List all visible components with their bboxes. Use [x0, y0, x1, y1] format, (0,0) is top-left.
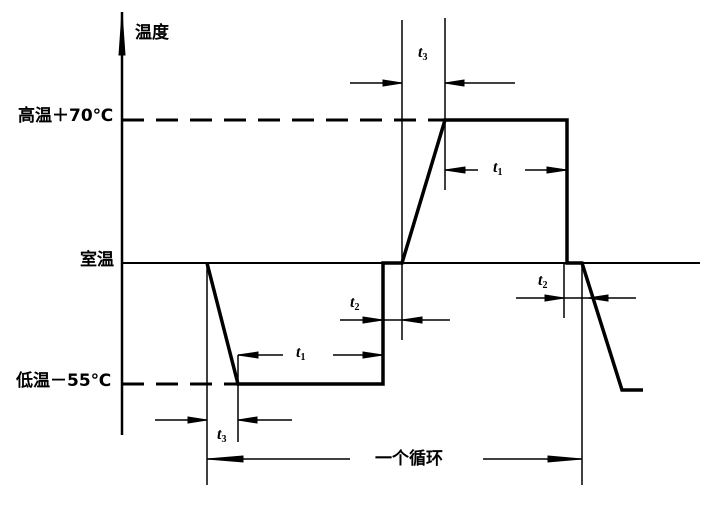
t1-low-label: t1: [296, 344, 306, 363]
t3-low-label: t3: [217, 426, 227, 445]
arrow-left-icon: [206, 455, 244, 463]
y-axis-arrow-icon: [118, 11, 126, 56]
low-temp-label: 低温－55℃: [16, 371, 112, 391]
arrow-right-icon: [546, 166, 568, 174]
arrow-right-icon: [362, 316, 384, 324]
arrow-right-icon: [187, 416, 208, 424]
t2-left-label: t2: [350, 294, 360, 313]
t3-high-label: t3: [418, 44, 428, 63]
arrow-left-icon: [587, 294, 609, 302]
arrow-left-icon: [444, 79, 465, 87]
arrow-right-icon: [544, 294, 565, 302]
t1-high-label: t1: [493, 159, 503, 178]
arrow-left-icon: [237, 351, 259, 359]
arrow-right-icon: [382, 79, 403, 87]
t2-right-label: t2: [538, 272, 548, 291]
one-cycle-label: 一个循环: [375, 449, 443, 469]
temperature-profile: [205, 118, 643, 392]
arrow-left-icon: [237, 416, 258, 424]
arrow-left-icon: [401, 316, 423, 324]
high-temp-label: 高温＋70℃: [18, 106, 114, 126]
arrow-right-icon: [547, 455, 583, 463]
y-axis-label: 温度: [135, 23, 169, 43]
arrow-right-icon: [362, 351, 384, 359]
room-temp-label: 室温: [80, 250, 114, 270]
arrow-left-icon: [444, 166, 466, 174]
